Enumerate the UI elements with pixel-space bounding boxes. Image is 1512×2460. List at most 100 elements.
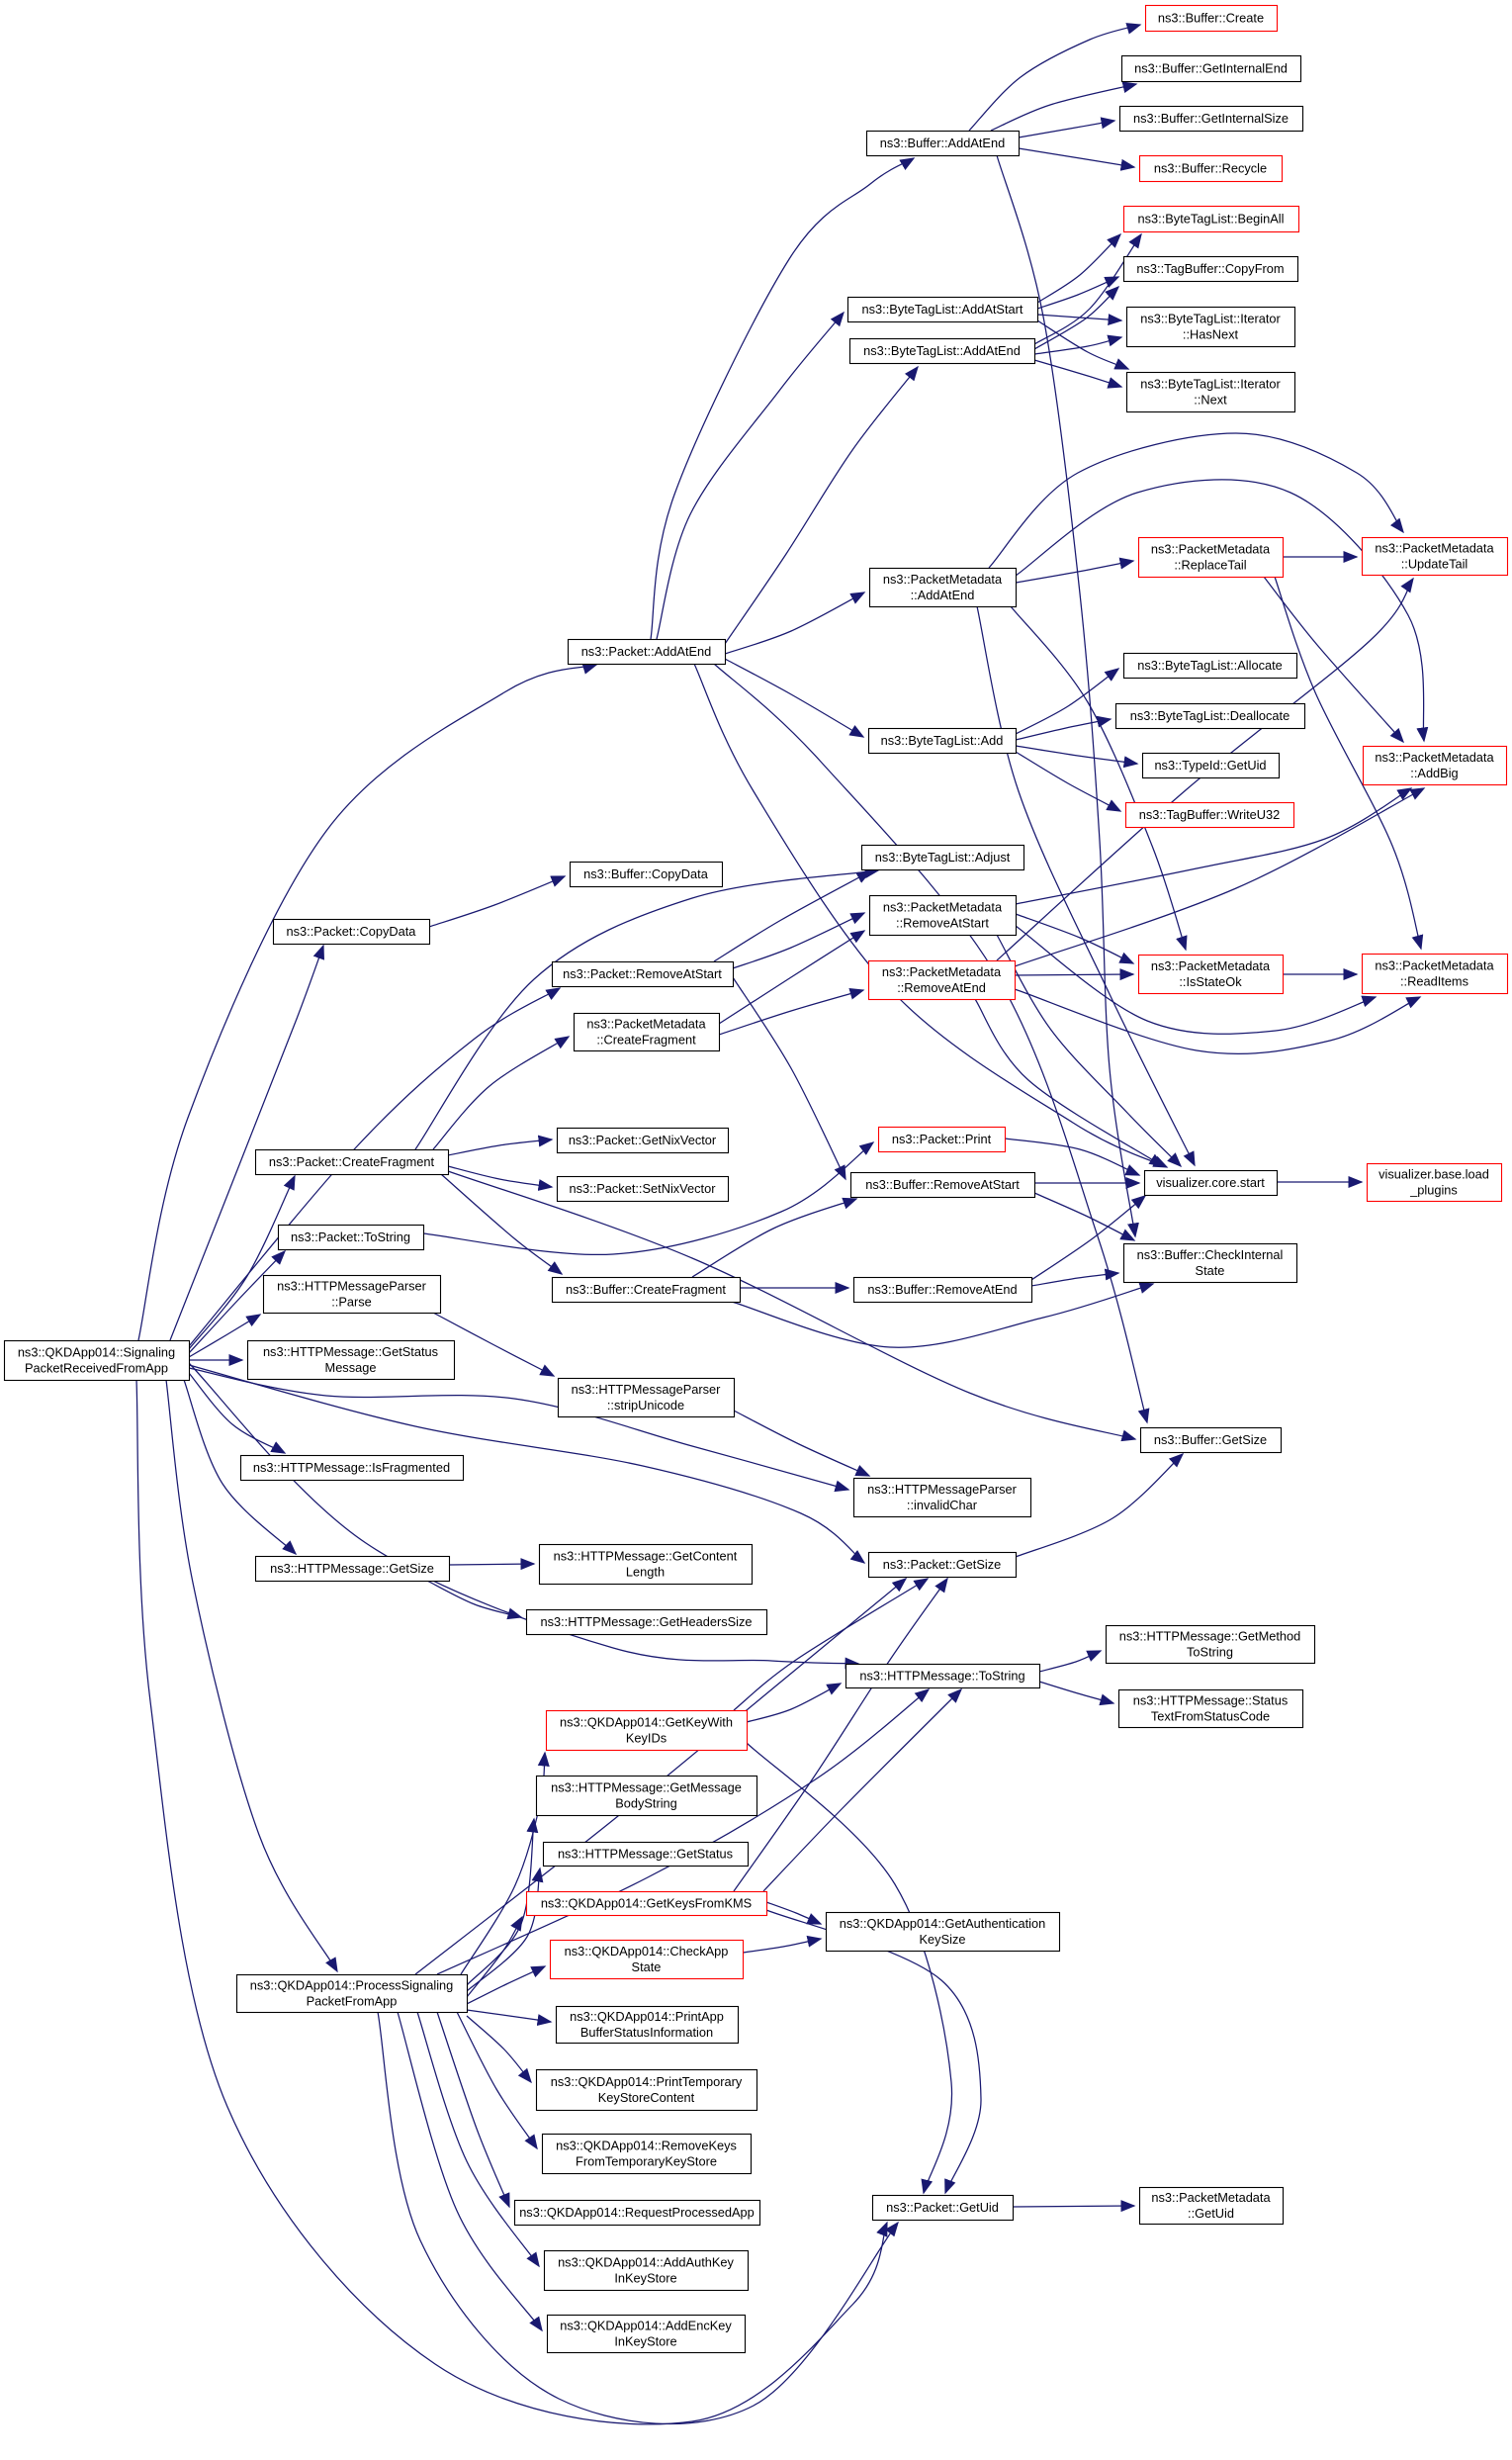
node-label-packet-getuid-0: ns3::Packet::GetUid [886, 2200, 999, 2215]
edge-processsignaling-to-printappbufferstatus [466, 2009, 553, 2027]
node-tagbuffer-copyfrom[interactable]: ns3::TagBuffer::CopyFrom [1122, 255, 1299, 283]
node-btl-addatstart[interactable]: ns3::ByteTagList::AddAtStart [846, 296, 1039, 323]
node-pm-replacetail[interactable]: ns3::PacketMetadata::ReplaceTail [1137, 536, 1285, 579]
node-buffer-removeatend[interactable]: ns3::Buffer::RemoveAtEnd [852, 1276, 1033, 1304]
node-label-invalidchar-1: ::invalidChar [907, 1498, 978, 1512]
node-buffer-addatend[interactable]: ns3::Buffer::AddAtEnd [865, 130, 1021, 157]
node-box-pm-readitems [1361, 953, 1509, 995]
node-pm-addatend[interactable]: ns3::PacketMetadata::AddAtEnd [868, 567, 1018, 608]
node-httpmessage-getheaderssize[interactable]: ns3::HTTPMessage::GetHeadersSize [525, 1608, 768, 1636]
node-packet-setnixvector[interactable]: ns3::Packet::SetNixVector [556, 1175, 730, 1203]
edge-packet-addatend-to-btl-addatend [724, 365, 919, 645]
node-buffer-create[interactable]: ns3::Buffer::Create [1144, 4, 1279, 33]
edge-packet-addatend-to-buffer-getsize [713, 663, 1150, 1424]
node-packet-tostring[interactable]: ns3::Packet::ToString [277, 1224, 425, 1251]
edge-processsignaling-to-getkeysfromkms [466, 1915, 523, 1998]
node-tagbuffer-writeu32[interactable]: ns3::TagBuffer::WriteU32 [1124, 801, 1295, 829]
node-label-processsignaling-1: PacketFromApp [307, 1993, 398, 2008]
edge-processsignaling-to-httpmessage-tostring [436, 1688, 931, 1975]
node-visualizer-load-plugins[interactable]: visualizer.base.load_plugins [1366, 1162, 1503, 1203]
node-label-pm-createfragment-1: ::CreateFragment [596, 1032, 696, 1047]
node-packet-copydata[interactable]: ns3::Packet::CopyData [272, 918, 431, 946]
node-printappbufferstatus[interactable]: ns3::QKDApp014::PrintAppBufferStatusInfo… [555, 2005, 740, 2045]
edge-pm-removeatend-to-pm-addbig [1014, 787, 1426, 967]
node-label-getkeysfromkms-0: ns3::QKDApp014::GetKeysFromKMS [541, 1895, 752, 1910]
node-removekeysfromtemporary[interactable]: ns3::QKDApp014::RemoveKeysFromTemporaryK… [541, 2133, 753, 2175]
edge-root-to-packet-copydata [169, 944, 324, 1341]
node-httpmessage-getsize[interactable]: ns3::HTTPMessage::GetSize [254, 1555, 451, 1583]
node-packet-removeatstart[interactable]: ns3::Packet::RemoveAtStart [551, 960, 735, 988]
node-btl-it-hasnext[interactable]: ns3::ByteTagList::Iterator::HasNext [1125, 306, 1296, 348]
node-pm-updatetail[interactable]: ns3::PacketMetadata::UpdateTail [1361, 536, 1509, 577]
edge-checkappstate-to-getauthenticationkeysize [742, 1935, 823, 1954]
node-pm-createfragment[interactable]: ns3::PacketMetadata::CreateFragment [573, 1012, 721, 1052]
node-typeid-getuid[interactable]: ns3::TypeId::GetUid [1141, 752, 1281, 779]
edge-pm-removeatstart-to-pm-readitems [1015, 925, 1378, 1035]
node-packet-addatend[interactable]: ns3::Packet::AddAtEnd [567, 638, 727, 666]
node-pm-getuid[interactable]: ns3::PacketMetadata::GetUid [1138, 2186, 1285, 2226]
node-processsignaling[interactable]: ns3::QKDApp014::ProcessSignalingPacketFr… [235, 1973, 469, 2014]
node-buffer-getsize[interactable]: ns3::Buffer::GetSize [1139, 1426, 1283, 1454]
node-buffer-removeatstart[interactable]: ns3::Buffer::RemoveAtStart [849, 1171, 1036, 1199]
node-httpmessage-tostring[interactable]: ns3::HTTPMessage::ToString [845, 1663, 1041, 1689]
node-btl-adjust[interactable]: ns3::ByteTagList::Adjust [860, 844, 1025, 871]
edge-packet-createfragment-to-packet-getnixvector [447, 1135, 554, 1156]
node-packet-getnixvector[interactable]: ns3::Packet::GetNixVector [556, 1127, 730, 1154]
node-box-httpmessage-getmethodtostring [1105, 1624, 1316, 1665]
node-btl-allocate[interactable]: ns3::ByteTagList::Allocate [1122, 652, 1298, 680]
node-label-httpmessage-tostring-0: ns3::HTTPMessage::ToString [859, 1668, 1024, 1683]
node-btl-it-next[interactable]: ns3::ByteTagList::Iterator::Next [1125, 371, 1296, 413]
node-label-btl-it-next-0: ns3::ByteTagList::Iterator [1140, 376, 1281, 391]
node-btl-add[interactable]: ns3::ByteTagList::Add [867, 727, 1018, 755]
node-box-httpmessage-getsize [254, 1555, 451, 1583]
node-pm-removeatstart[interactable]: ns3::PacketMetadata::RemoveAtStart [868, 894, 1018, 937]
edge-processsignaling-to-addauthkeyinkeystore [416, 2011, 540, 2268]
node-buffer-getinternalend[interactable]: ns3::Buffer::GetInternalEnd [1120, 54, 1302, 83]
node-label-parse-0: ns3::HTTPMessageParser [277, 1278, 427, 1293]
node-buffer-recycle[interactable]: ns3::Buffer::Recycle [1138, 154, 1284, 183]
node-btl-beginall[interactable]: ns3::ByteTagList::BeginAll [1122, 205, 1300, 233]
node-printtemporarykeystore[interactable]: ns3::QKDApp014::PrintTemporaryKeyStoreCo… [535, 2068, 758, 2112]
node-pm-removeatend[interactable]: ns3::PacketMetadata::RemoveAtEnd [867, 959, 1017, 1001]
node-pm-isstateok[interactable]: ns3::PacketMetadata::IsStateOk [1137, 954, 1285, 995]
edge-btl-add-to-btl-allocate [1015, 668, 1120, 735]
node-httpmessage-getstatus[interactable]: ns3::HTTPMessage::GetStatus [542, 1841, 750, 1868]
node-label-buffer-createfragment-0: ns3::Buffer::CreateFragment [566, 1282, 726, 1297]
node-packet-getuid[interactable]: ns3::Packet::GetUid [871, 2194, 1015, 2222]
node-invalidchar[interactable]: ns3::HTTPMessageParser::invalidChar [852, 1477, 1032, 1518]
edge-pm-removeatend-to-visualizer-core-start [974, 998, 1165, 1167]
node-pm-addbig[interactable]: ns3::PacketMetadata::AddBig [1362, 745, 1508, 786]
node-buffer-getinternalsize[interactable]: ns3::Buffer::GetInternalSize [1118, 105, 1304, 133]
node-httpmessage-statustext[interactable]: ns3::HTTPMessage::StatusTextFromStatusCo… [1117, 1688, 1304, 1729]
node-getkeysfromkms[interactable]: ns3::QKDApp014::GetKeysFromKMS [525, 1890, 768, 1917]
node-box-buffer-removeatstart [849, 1171, 1036, 1199]
node-box-buffer-copydata [569, 861, 724, 888]
node-root[interactable]: ns3::QKDApp014::SignalingPacketReceivedF… [3, 1339, 191, 1382]
node-visualizer-core-start[interactable]: visualizer.core.start [1143, 1169, 1279, 1197]
node-btl-deallocate[interactable]: ns3::ByteTagList::Deallocate [1114, 702, 1306, 730]
node-buffer-copydata[interactable]: ns3::Buffer::CopyData [569, 861, 724, 888]
node-requestprocessedapp[interactable]: ns3::QKDApp014::RequestProcessedApp [513, 2199, 761, 2227]
node-box-packet-addatend [567, 638, 727, 666]
node-httpmessage-isfragmented[interactable]: ns3::HTTPMessage::IsFragmented [239, 1454, 465, 1482]
node-packet-createfragment[interactable]: ns3::Packet::CreateFragment [254, 1148, 450, 1176]
node-packet-print[interactable]: ns3::Packet::Print [877, 1126, 1007, 1153]
node-pm-readitems[interactable]: ns3::PacketMetadata::ReadItems [1361, 953, 1509, 995]
node-label-pm-updatetail-1: ::UpdateTail [1401, 556, 1468, 571]
node-packet-getsize[interactable]: ns3::Packet::GetSize [867, 1551, 1018, 1579]
node-stripunicode[interactable]: ns3::HTTPMessageParser::stripUnicode [557, 1377, 736, 1418]
node-buffer-createfragment[interactable]: ns3::Buffer::CreateFragment [551, 1276, 742, 1304]
node-parse[interactable]: ns3::HTTPMessageParser::Parse [262, 1274, 442, 1315]
node-btl-addatend[interactable]: ns3::ByteTagList::AddAtEnd [848, 337, 1036, 365]
node-label-visualizer-load-plugins-0: visualizer.base.load [1379, 1166, 1489, 1181]
